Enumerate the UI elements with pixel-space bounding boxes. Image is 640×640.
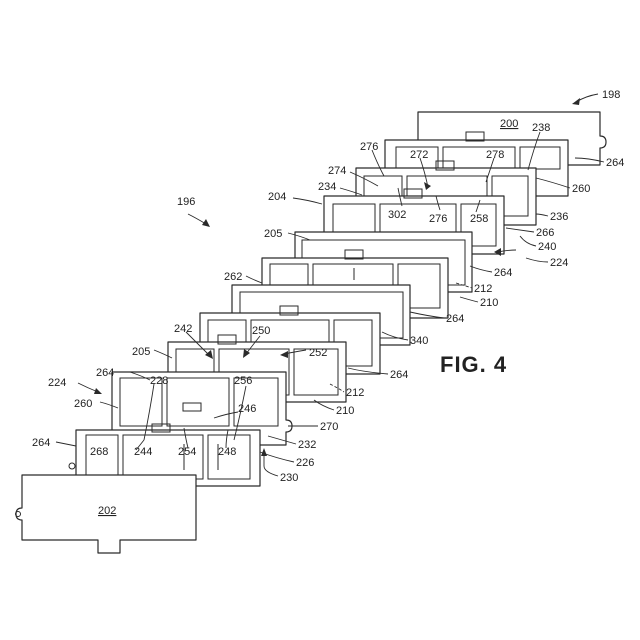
- plate-label: 200: [500, 118, 518, 130]
- ref-label-236: 236: [550, 211, 568, 223]
- ref-label-264: 264: [390, 369, 408, 381]
- ref-label-205: 205: [264, 228, 282, 240]
- ref-label-196: 196: [177, 196, 195, 208]
- arrowhead: [202, 219, 210, 227]
- ref-label-272: 272: [410, 149, 428, 161]
- leader-line: [536, 214, 548, 216]
- ref-label-226: 226: [296, 457, 314, 469]
- ref-label-224: 224: [48, 377, 66, 389]
- plate-202: 202: [16, 475, 197, 553]
- ref-label-230: 230: [280, 472, 298, 484]
- ref-label-212: 212: [346, 387, 364, 399]
- ref-label-240: 240: [538, 241, 556, 253]
- ref-label-250: 250: [252, 325, 270, 337]
- ref-label-264: 264: [446, 313, 464, 325]
- ref-label-210: 210: [336, 405, 354, 417]
- ref-label-264: 264: [32, 437, 50, 449]
- ref-label-210: 210: [480, 297, 498, 309]
- ref-label-270: 270: [320, 421, 338, 433]
- ref-label-244: 244: [134, 446, 152, 458]
- ref-label-276: 276: [360, 141, 378, 153]
- ref-label-258: 258: [470, 213, 488, 225]
- ref-label-266: 266: [536, 227, 554, 239]
- leader-line: [526, 258, 548, 262]
- ref-label-268: 268: [90, 446, 108, 458]
- leader-line: [506, 228, 534, 232]
- ref-label-264: 264: [606, 157, 624, 169]
- ref-label-224: 224: [550, 257, 568, 269]
- ref-label-252: 252: [309, 347, 327, 359]
- ref-label-205: 205: [132, 346, 150, 358]
- ref-label-256: 256: [234, 375, 252, 387]
- leader-line: [520, 236, 536, 246]
- ref-label-234: 234: [318, 181, 336, 193]
- ref-label-260: 260: [572, 183, 590, 195]
- ref-label-276: 276: [429, 213, 447, 225]
- ref-label-302: 302: [388, 209, 406, 221]
- leader-line: [293, 198, 322, 204]
- arrowhead: [572, 98, 580, 105]
- ref-label-228: 228: [150, 375, 168, 387]
- ref-label-198: 198: [602, 89, 620, 101]
- ref-label-262: 262: [224, 271, 242, 283]
- ref-label-204: 204: [268, 191, 286, 203]
- ref-label-278: 278: [486, 149, 504, 161]
- ref-label-248: 248: [218, 446, 236, 458]
- ref-label-212: 212: [474, 283, 492, 295]
- leader-line: [78, 383, 98, 392]
- plate-hole: [69, 463, 75, 469]
- leader-line: [264, 466, 278, 476]
- leader-line: [460, 297, 478, 302]
- arrowhead: [261, 448, 267, 456]
- ref-label-260: 260: [74, 398, 92, 410]
- plate-label: 202: [98, 505, 116, 517]
- ref-label-254: 254: [178, 446, 196, 458]
- leader-line: [56, 442, 76, 446]
- ref-label-340: 340: [410, 335, 428, 347]
- figure-caption: FIG. 4: [440, 352, 507, 377]
- leader-line: [470, 266, 492, 272]
- ref-label-246: 246: [238, 403, 256, 415]
- leader-line: [188, 214, 206, 224]
- arrowhead: [94, 388, 102, 394]
- ref-label-274: 274: [328, 165, 346, 177]
- ref-label-238: 238: [532, 122, 550, 134]
- leader-line: [246, 276, 262, 283]
- ref-label-264: 264: [96, 367, 114, 379]
- ref-label-232: 232: [298, 439, 316, 451]
- ref-label-264: 264: [494, 267, 512, 279]
- ref-label-242: 242: [174, 323, 192, 335]
